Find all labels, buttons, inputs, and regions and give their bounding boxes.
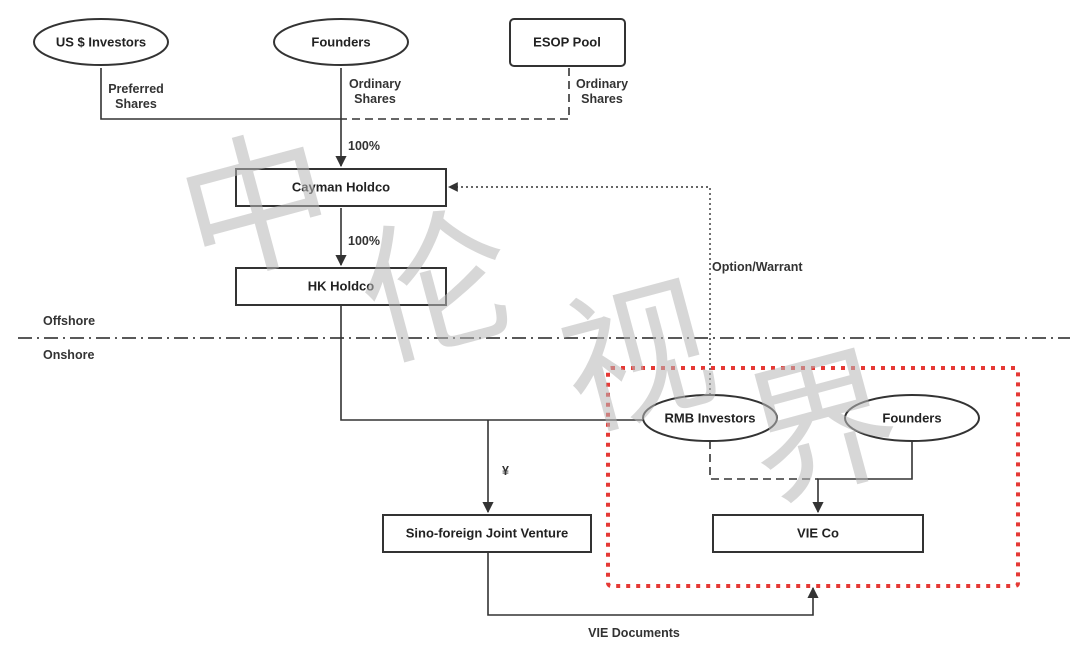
rmb-investors-label: RMB Investors xyxy=(664,411,755,426)
esop-ordinary-label-line1: Ordinary xyxy=(576,77,628,91)
joint-venture-label: Sino-foreign Joint Venture xyxy=(406,526,569,541)
offshore-label: Offshore xyxy=(43,314,95,328)
esop-pool-node: ESOP Pool xyxy=(509,18,626,67)
cayman-ownership-label: 100% xyxy=(348,139,380,153)
watermark: 中 伦 视 界 xyxy=(162,105,917,532)
vie-co-node: VIE Co xyxy=(712,514,924,553)
hk-holdco-node: HK Holdco xyxy=(235,267,447,306)
rmb-to-vie-line xyxy=(709,441,818,480)
cayman-holdco-node: Cayman Holdco xyxy=(235,168,447,207)
option-warrant-label: Option/Warrant xyxy=(712,260,803,274)
onshore-vie-highlight-box xyxy=(606,366,1020,588)
yuan-investment-label: ¥ xyxy=(502,464,509,478)
joint-venture-node: Sino-foreign Joint Venture xyxy=(382,514,592,553)
cayman-holdco-label: Cayman Holdco xyxy=(292,180,390,195)
vie-documents-label: VIE Documents xyxy=(588,626,680,640)
onshore-label: Onshore xyxy=(43,348,94,362)
esop-ordinary-shares-line xyxy=(341,68,570,120)
hk-holdco-label: HK Holdco xyxy=(308,279,375,294)
hk-ownership-label: 100% xyxy=(348,234,380,248)
founders-to-vie-line xyxy=(812,441,913,514)
us-investors-label: US $ Investors xyxy=(56,35,146,50)
founders-offshore-label: Founders xyxy=(311,35,370,50)
rmb-investors-node: RMB Investors xyxy=(642,394,778,442)
founders-offshore-node: Founders xyxy=(273,18,409,66)
founders-onshore-node: Founders xyxy=(844,394,980,442)
founders-ordinary-label-line2: Shares xyxy=(354,92,396,106)
esop-pool-label: ESOP Pool xyxy=(533,35,601,50)
watermark-char-4: 界 xyxy=(727,325,917,532)
preferred-shares-label-line2: Shares xyxy=(115,97,157,111)
vie-co-label: VIE Co xyxy=(797,526,839,541)
option-warrant-line xyxy=(448,182,711,395)
us-investors-node: US $ Investors xyxy=(33,18,169,66)
vie-documents-line xyxy=(487,552,819,616)
watermark-char-2: 伦 xyxy=(342,185,532,392)
esop-ordinary-label-line2: Shares xyxy=(581,92,623,106)
hk-to-jv-line xyxy=(340,305,645,421)
preferred-shares-label-line1: Preferred xyxy=(108,82,164,96)
preferred-shares-line xyxy=(100,68,341,120)
founders-onshore-label: Founders xyxy=(882,411,941,426)
founders-ordinary-label-line1: Ordinary xyxy=(349,77,401,91)
